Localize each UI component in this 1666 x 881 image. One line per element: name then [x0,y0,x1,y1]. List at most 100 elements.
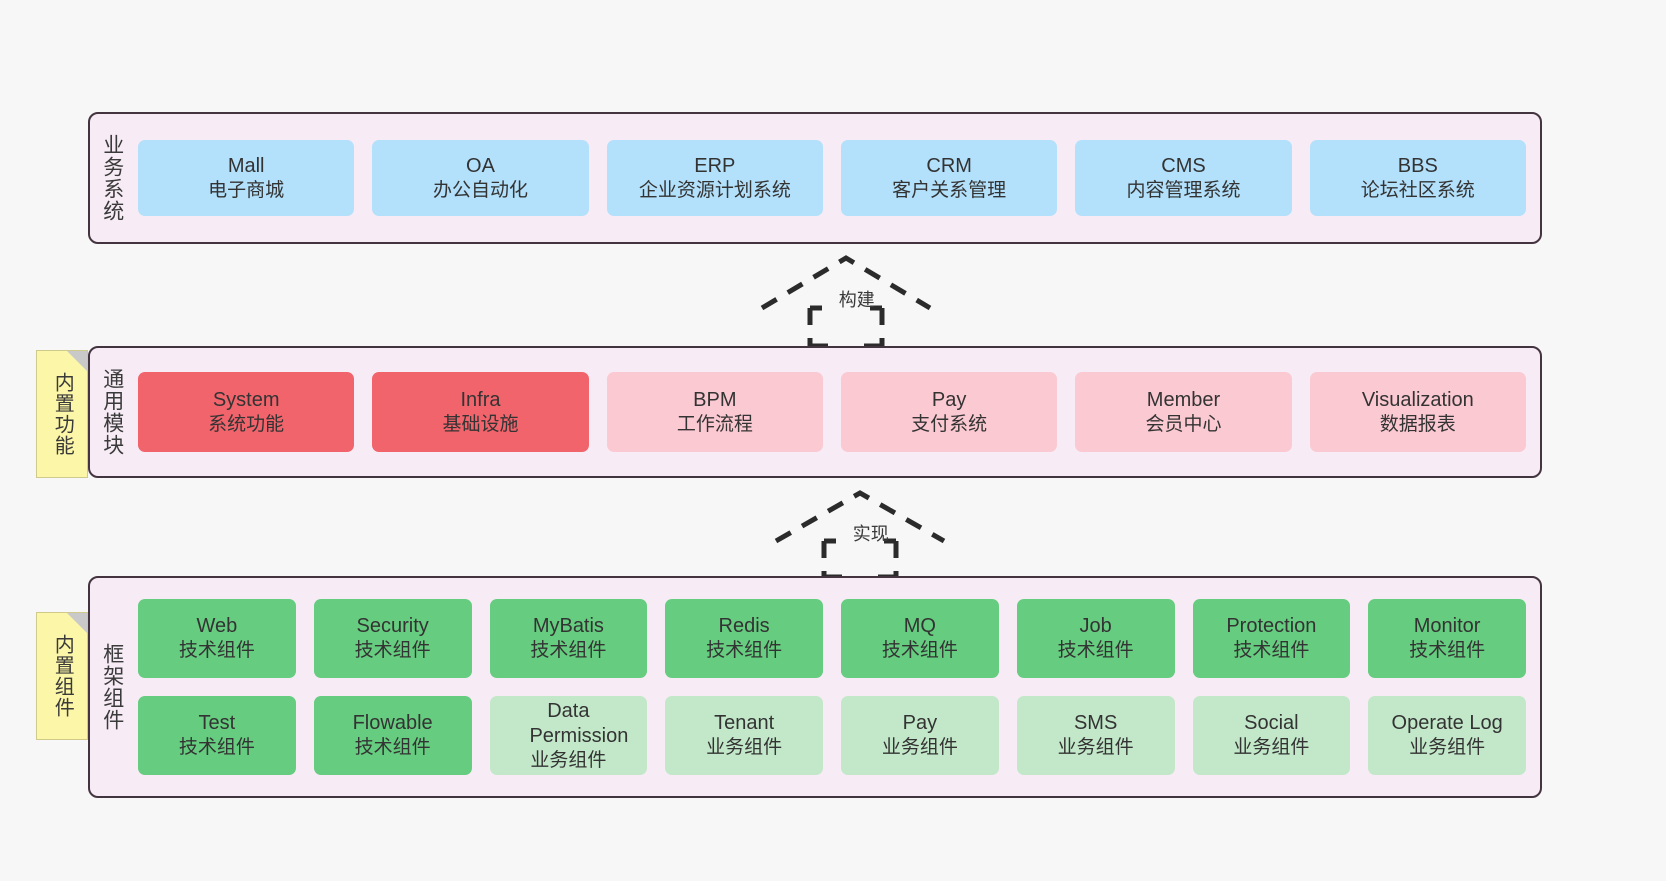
card-operate-log[interactable]: Operate Log 业务组件 [1368,696,1526,775]
card-test[interactable]: Test 技术组件 [138,696,296,775]
card-data-permission[interactable]: Data Permission 业务组件 [489,696,648,775]
card-subtitle: 工作流程 [676,413,753,435]
card-social[interactable]: Social 业务组件 [1192,696,1351,775]
card-security[interactable]: Security 技术组件 [313,599,472,678]
card-title: Tenant [714,712,775,735]
card-redis[interactable]: Redis 技术组件 [665,599,823,678]
card-subtitle: 技术组件 [706,640,783,662]
card-row: Mall 电子商城 OA 办公自动化 ERP 企业资源计划系统 CRM 客户关系… [138,140,1526,216]
card-title: Mall [227,154,265,177]
card-title: Operate Log [1391,712,1503,735]
card-subtitle: 内容管理系统 [1126,179,1241,201]
card-title: System [212,388,280,411]
card-bbs[interactable]: BBS 论坛社区系统 [1309,140,1526,216]
card-title: Security [356,615,429,638]
card-title: Redis [718,615,770,638]
card-title: MyBatis [532,615,604,638]
card-subtitle: 业务组件 [1233,737,1310,759]
card-mq[interactable]: MQ 技术组件 [841,599,999,678]
card-pay-component[interactable]: Pay 业务组件 [841,696,999,775]
card-subtitle: 会员中心 [1145,413,1222,435]
card-subtitle: 业务组件 [1409,737,1486,759]
arrowhead-open-icon [774,490,946,544]
card-subtitle: 基础设施 [442,413,519,435]
card-subtitle: 技术组件 [530,640,607,662]
card-subtitle: 技术组件 [178,737,255,759]
card-mybatis[interactable]: MyBatis 技术组件 [489,599,648,678]
connector-label: 实现 [852,524,889,544]
card-title: Protection [1226,615,1317,638]
card-title: Pay [931,388,967,411]
card-subtitle: 技术组件 [354,737,431,759]
card-job[interactable]: Job 技术组件 [1016,599,1175,678]
card-title: Pay [902,712,938,735]
card-title: CMS [1161,154,1206,177]
note-builtin-components: 内置组件 [36,612,88,740]
card-member[interactable]: Member 会员中心 [1075,372,1292,452]
card-subtitle: 客户关系管理 [892,179,1007,201]
layer-title-modules: 通用模块 [100,368,124,456]
card-subtitle: 技术组件 [1409,640,1486,662]
card-subtitle: 业务组件 [706,737,783,759]
card-title: Monitor [1413,615,1481,638]
card-tenant[interactable]: Tenant 业务组件 [665,696,823,775]
card-title: Visualization [1361,388,1474,411]
card-title: Test [198,712,236,735]
card-title: MQ [903,615,936,638]
card-title: Infra [460,388,501,411]
card-title: Web [196,615,238,638]
layer-title-framework: 框架组件 [100,643,124,731]
card-sms[interactable]: SMS 业务组件 [1016,696,1175,775]
note-label: 内置功能 [51,372,74,456]
card-protection[interactable]: Protection 技术组件 [1192,599,1351,678]
layer-common-modules: 通用模块 System 系统功能 Infra 基础设施 BPM 工作流程 Pay… [88,346,1542,478]
card-erp[interactable]: ERP 企业资源计划系统 [606,140,823,216]
layer-title-business: 业务系统 [100,134,124,222]
layer-body-business: Mall 电子商城 OA 办公自动化 ERP 企业资源计划系统 CRM 客户关系… [134,114,1540,242]
card-row: Web 技术组件 Security 技术组件 MyBatis 技术组件 Redi… [138,599,1526,678]
note-label: 内置组件 [51,634,74,718]
card-monitor[interactable]: Monitor 技术组件 [1368,599,1526,678]
card-visualization[interactable]: Visualization 数据报表 [1309,372,1526,452]
card-oa[interactable]: OA 办公自动化 [372,140,589,216]
card-title: Data Permission [529,699,629,747]
note-builtin-functions: 内置功能 [36,350,88,478]
card-title: SMS [1073,712,1118,735]
card-subtitle: 系统功能 [208,413,285,435]
card-system[interactable]: System 系统功能 [138,372,355,452]
card-mall[interactable]: Mall 电子商城 [138,140,355,216]
card-subtitle: 技术组件 [178,640,255,662]
card-title: Job [1079,615,1112,638]
card-subtitle: 业务组件 [881,737,958,759]
card-subtitle: 业务组件 [1057,737,1134,759]
card-subtitle: 技术组件 [1057,640,1134,662]
card-row: Test 技术组件 Flowable 技术组件 Data Permission … [138,696,1526,775]
card-subtitle: 技术组件 [881,640,958,662]
card-crm[interactable]: CRM 客户关系管理 [840,140,1058,216]
card-subtitle: 技术组件 [1233,640,1310,662]
card-subtitle: 企业资源计划系统 [638,179,791,201]
card-title: Member [1146,388,1221,411]
card-subtitle: 数据报表 [1379,413,1456,435]
card-row: System 系统功能 Infra 基础设施 BPM 工作流程 Pay 支付系统… [138,372,1526,452]
connector-build: 构建 [756,252,936,349]
card-subtitle: 论坛社区系统 [1360,179,1475,201]
card-title: BBS [1397,154,1438,177]
card-web[interactable]: Web 技术组件 [138,599,296,678]
layer-body-modules: System 系统功能 Infra 基础设施 BPM 工作流程 Pay 支付系统… [134,348,1540,476]
card-bpm[interactable]: BPM 工作流程 [606,372,823,452]
arrowhead-open-icon [760,255,932,311]
card-title: CRM [926,154,972,177]
card-cms[interactable]: CMS 内容管理系统 [1075,140,1292,216]
card-subtitle: 电子商城 [208,179,285,201]
card-subtitle: 业务组件 [530,749,607,771]
card-infra[interactable]: Infra 基础设施 [372,372,589,452]
card-title: OA [466,154,495,177]
connector-implement: 实现 [770,487,950,580]
card-title: BPM [693,388,737,411]
card-flowable[interactable]: Flowable 技术组件 [313,696,472,775]
card-title: ERP [694,154,736,177]
card-subtitle: 支付系统 [911,413,988,435]
card-title: Flowable [352,712,433,735]
card-pay-module[interactable]: Pay 支付系统 [840,372,1058,452]
